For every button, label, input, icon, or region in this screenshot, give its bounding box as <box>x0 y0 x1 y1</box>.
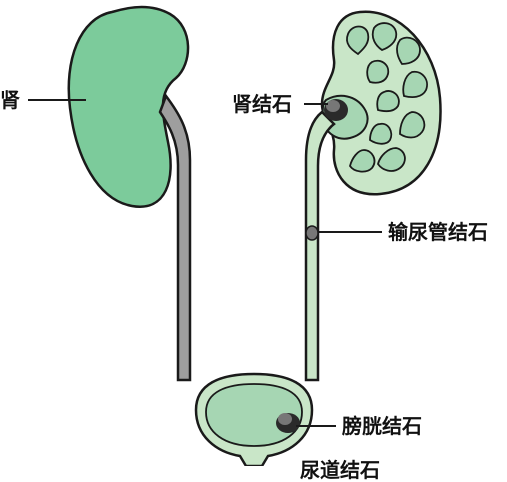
ureter-stone <box>305 225 319 241</box>
bladder-stone-label: 膀胱结石 <box>342 414 422 438</box>
bladder-stone <box>276 413 300 433</box>
urethra-stone-label: 尿道结石 <box>300 458 380 482</box>
ureter-stone-label: 输尿管结石 <box>388 220 488 244</box>
urinary-stones-diagram: 肾 肾结石 输尿管结石 膀胱结石 尿道结石 <box>0 5 488 480</box>
kidney-stone-label: 肾结石 <box>232 92 292 116</box>
kidney-label: 肾 <box>0 88 20 112</box>
renal-pyramids <box>346 22 428 173</box>
bladder-inner-wall <box>205 383 303 447</box>
kidney-stone <box>324 99 348 121</box>
right-ureter <box>304 110 336 382</box>
left-ureter <box>158 93 192 382</box>
urinary-system-illustration <box>28 5 442 466</box>
